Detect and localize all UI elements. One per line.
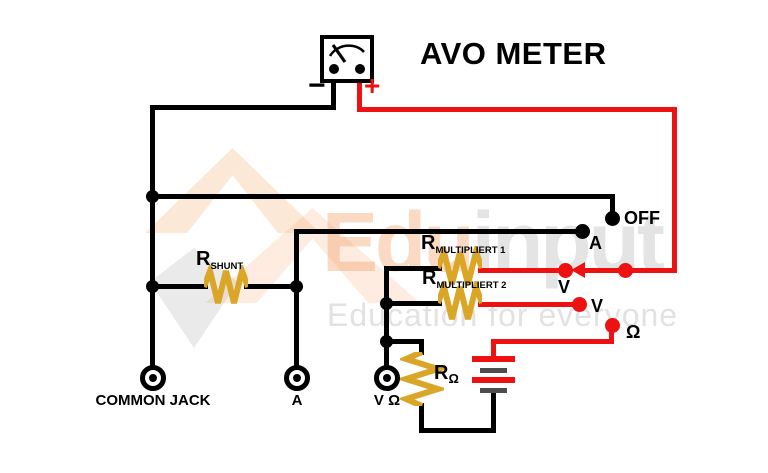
battery-plate-short [480, 388, 507, 393]
selector-arrow-icon [571, 262, 585, 278]
galvanometer-icon [320, 35, 374, 83]
ammeter-terminal-label: A [291, 392, 303, 409]
junction-dot [146, 190, 159, 203]
page-title: AVO METER [420, 36, 607, 71]
meter-plus-label: + [364, 70, 381, 101]
contact-off [605, 211, 620, 226]
ohms-contact-label: Ω [626, 322, 641, 342]
wire-voltohm-vertical [384, 266, 389, 369]
ammeter-contact-label: A [589, 233, 602, 253]
wire-battery-positive-stub [491, 339, 496, 357]
battery-plate-short [480, 368, 507, 373]
volt-ohm-terminal-label: V Ω [373, 392, 401, 409]
junction-dot [380, 297, 393, 310]
resistor-ohm [400, 352, 444, 406]
wire-rohm-top-stub [419, 339, 424, 355]
wire-mult1-left [384, 266, 442, 271]
resistor-multiplier-1 [438, 246, 482, 285]
meter-minus-label: − [308, 69, 326, 102]
wire-ohm-drop [609, 323, 614, 344]
wire-meter-plus-stub [357, 82, 362, 112]
wire-ammeter-contact-horizontal [294, 229, 580, 234]
resistor-multiplier-1-label: RMULTIPLIERT 1 [421, 232, 506, 256]
wire-ohm-horizontal [491, 339, 614, 344]
wire-minus-top-horizontal [150, 105, 336, 110]
wire-off-drop [610, 194, 615, 216]
resistor-multiplier-2 [438, 281, 482, 320]
wire-shunt-right [244, 284, 302, 289]
junction-dot [146, 280, 159, 293]
junction-dot [380, 335, 393, 348]
volts1-contact-label: V [558, 277, 571, 297]
off-contact-label: OFF [624, 208, 660, 228]
wire-meter-minus-stub [331, 82, 336, 110]
contact-volts-2 [572, 297, 587, 312]
wire-mult2-left [384, 301, 442, 306]
wire-off-horizontal [150, 194, 615, 199]
wire-shunt-left [150, 284, 208, 289]
terminal-common-jack [140, 365, 166, 391]
common-jack-terminal-label: COMMON JACK [95, 392, 211, 409]
wire-mult2-right [478, 302, 579, 307]
wire-plus-right-vertical [672, 107, 677, 273]
battery-plate-long [472, 356, 515, 362]
resistor-multiplier-2-label: RMULTIPLIERT 2 [422, 267, 507, 291]
wire-battery-bottom-horizontal [419, 428, 496, 433]
battery-plate-long [472, 377, 515, 383]
contact-ohms [605, 318, 620, 333]
wire-battery-negative-stub [491, 393, 496, 433]
volts2-contact-label: V [591, 296, 604, 316]
terminal-ammeter [284, 365, 310, 391]
resistor-shunt [204, 265, 248, 304]
resistor-shunt-label: RSHUNT [196, 248, 244, 272]
junction-dot [290, 280, 303, 293]
wire-ammeter-vertical [294, 229, 299, 369]
wire-common-vertical [150, 105, 155, 367]
wire-rohm-bottom-stub [419, 403, 424, 433]
contact-volts-1 [558, 263, 573, 278]
wire-plus-top-horizontal [357, 107, 677, 112]
selector-wiper-dot [618, 263, 633, 278]
resistor-ohm-label: RΩ [434, 362, 459, 386]
watermark-chevron-icon [145, 148, 320, 233]
wire-rohm-branch [384, 339, 424, 344]
terminal-volt-ohm [374, 365, 400, 391]
wire-mult1-right [478, 268, 565, 273]
contact-ammeter [575, 224, 590, 239]
